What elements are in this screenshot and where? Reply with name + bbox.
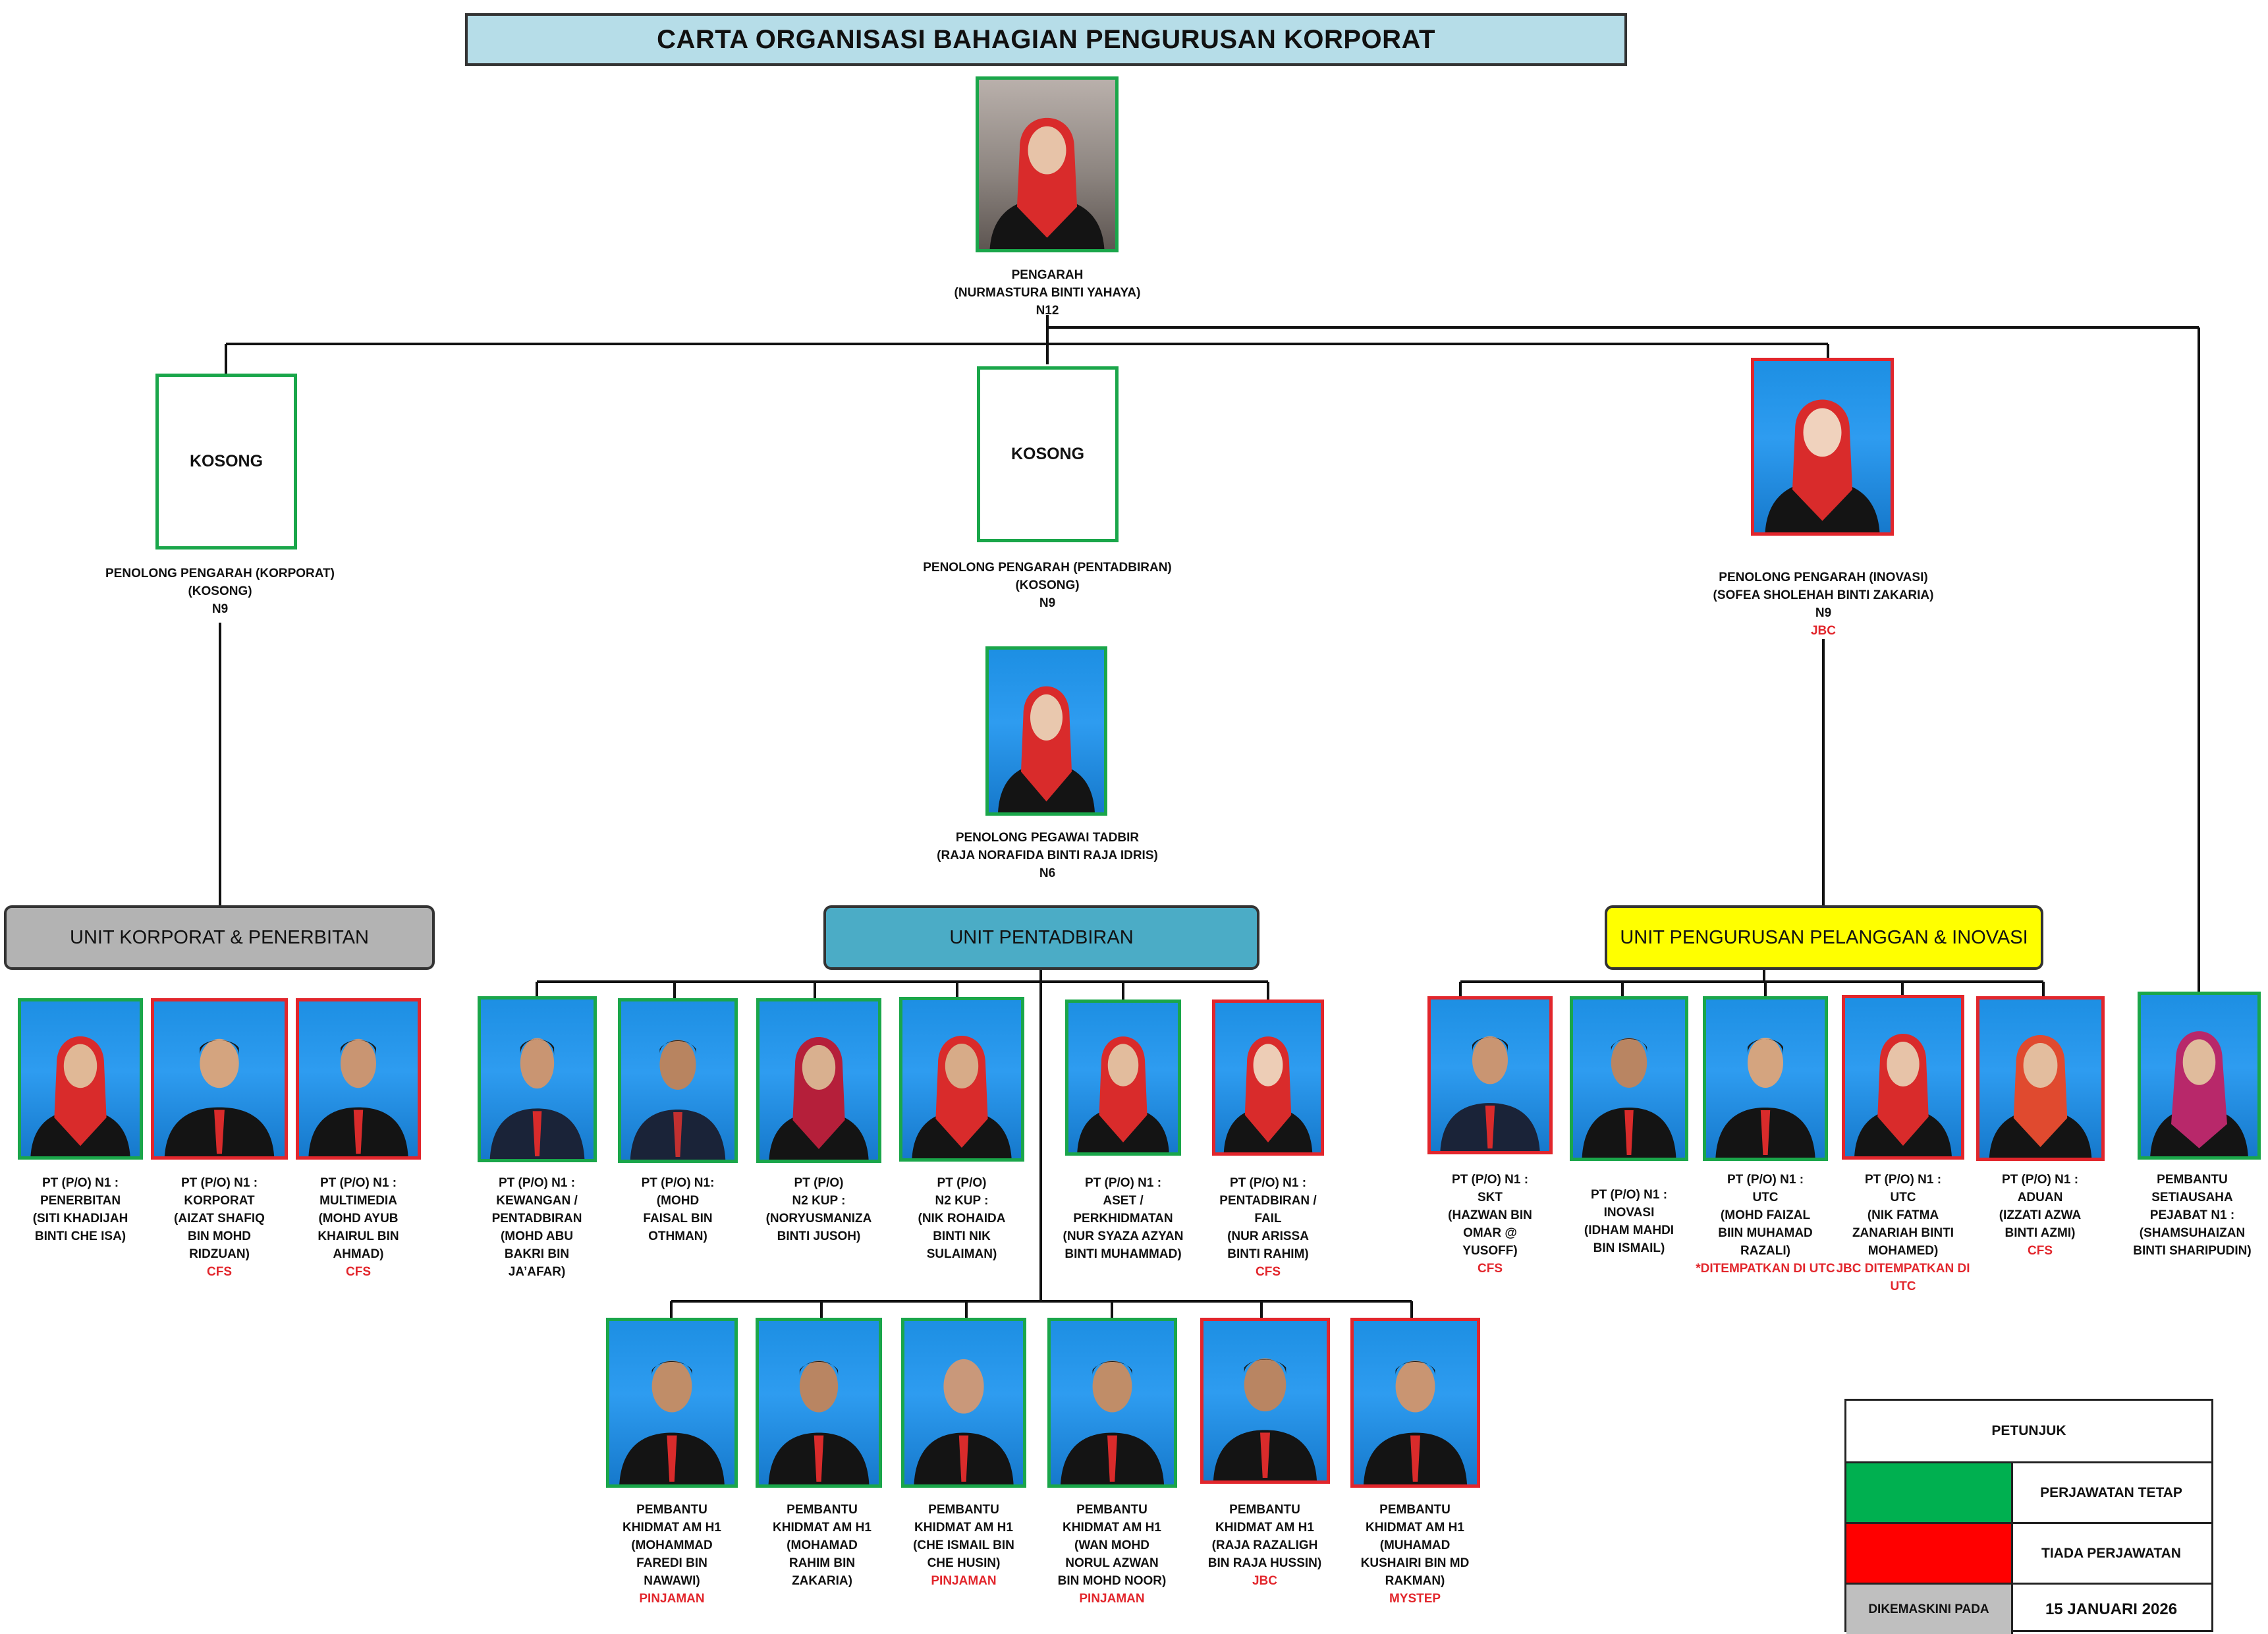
- legend: PETUNJUK PERJAWATAN TETAP TIADA PERJAWAT…: [1844, 1399, 2213, 1634]
- staff-photo: [1212, 1000, 1324, 1156]
- vacant-label: KOSONG: [189, 452, 263, 470]
- legend-permanent-row: PERJAWATAN TETAP: [1846, 1461, 2211, 1522]
- staff-photo: [606, 1318, 738, 1488]
- portrait-icon: [2150, 1031, 2248, 1156]
- portrait-icon: [768, 1360, 870, 1484]
- portrait-icon: [1854, 1034, 1952, 1156]
- staff-photo: [151, 998, 288, 1160]
- portrait-icon: [1582, 1038, 1676, 1158]
- portrait-icon: [619, 1360, 725, 1484]
- staff-photo: [18, 998, 143, 1160]
- portrait-icon: [164, 1038, 275, 1156]
- ppt-photo: [985, 646, 1107, 816]
- vacant-box-pentadbiran: KOSONG: [977, 366, 1119, 542]
- staff-photo: [478, 996, 597, 1162]
- portrait-icon: [489, 1038, 585, 1159]
- portrait-icon: [630, 1040, 726, 1160]
- staff-caption: PT (P/O) N1 :KEWANGAN /PENTADBIRAN(MOHD …: [491, 1176, 582, 1279]
- portrait-icon: [308, 1038, 408, 1156]
- unit-pengurusan-pelanggan-inovasi: UNIT PENGURUSAN PELANGGAN & INOVASI: [1605, 905, 2043, 970]
- staff-photo: [296, 998, 421, 1160]
- staff-photo: [1842, 995, 1964, 1160]
- staff-photo: [901, 1318, 1026, 1488]
- portrait-icon: [912, 1036, 1012, 1158]
- ppt-caption: PENOLONG PEGAWAI TADBIR(RAJA NORAFIDA BI…: [937, 831, 1158, 880]
- vacant-box-korporat: KOSONG: [155, 374, 297, 549]
- staff-photo: [899, 997, 1024, 1162]
- portrait-icon: [1213, 1358, 1317, 1480]
- vacant-label: KOSONG: [1010, 445, 1085, 463]
- staff-photo: [1570, 996, 1688, 1161]
- staff-photo: [1047, 1318, 1177, 1488]
- legend-green-swatch: [1846, 1463, 2013, 1522]
- staff-photo: [618, 998, 738, 1163]
- staff-photo: [1350, 1318, 1480, 1488]
- director-photo: [976, 76, 1119, 252]
- staff-photo: [1200, 1318, 1330, 1484]
- portrait-icon: [1715, 1038, 1815, 1158]
- staff-caption: PT (P/O) N1 :PENTADBIRAN /FAIL(NUR ARISS…: [1219, 1176, 1317, 1279]
- portrait-icon: [914, 1359, 1014, 1484]
- legend-permanent-label: PERJAWATAN TETAP: [2040, 1484, 2182, 1500]
- unit-korporat-penerbitan: UNIT KORPORAT & PENERBITAN: [4, 905, 435, 970]
- staff-photo: [1427, 996, 1553, 1154]
- updated-label-text: DIKEMASKINI PADA: [1868, 1602, 1989, 1616]
- portrait-icon: [1223, 1036, 1313, 1152]
- staff-photo: [1703, 996, 1828, 1161]
- portrait-icon: [1440, 1036, 1540, 1151]
- legend-updated-date: 15 JANUARI 2026: [2045, 1600, 2178, 1618]
- page-title: CARTA ORGANISASI BAHAGIAN PENGURUSAN KOR…: [465, 13, 1627, 66]
- legend-title-row: PETUNJUK: [1846, 1401, 2211, 1461]
- portrait-icon: [1363, 1360, 1468, 1484]
- director-caption: PENGARAH(NURMASTURA BINTI YAHAYA)N12: [954, 268, 1141, 318]
- legend-updated-row: DIKEMASKINI PADA 15 JANUARI 2026: [1846, 1583, 2211, 1634]
- portrait-icon: [1989, 1035, 2092, 1158]
- deputy-inovasi-caption: PENOLONG PENGARAH (INOVASI)(SOFEA SHOLEH…: [1713, 571, 1934, 638]
- legend-red-swatch: [1846, 1524, 2013, 1583]
- staff-photo: [756, 998, 881, 1163]
- legend-title: PETUNJUK: [1991, 1423, 2066, 1438]
- staff-photo: [1976, 996, 2105, 1161]
- portrait-icon: [30, 1036, 130, 1156]
- legend-updated-label: DIKEMASKINI PADA: [1846, 1585, 2013, 1634]
- unit-pentadbiran: UNIT PENTADBIRAN: [823, 905, 1259, 970]
- portrait-icon: [998, 686, 1095, 812]
- deputy-korporat-caption: PENOLONG PENGARAH (KORPORAT)(KOSONG)N9: [105, 567, 335, 616]
- portrait-icon: [1060, 1360, 1165, 1484]
- staff-photo: [2138, 992, 2261, 1160]
- deputy-inovasi-photo: [1751, 358, 1894, 536]
- staff-caption: PT (P/O) N1 :ASET /PERKHIDMATAN(NUR SYAZ…: [1063, 1176, 1184, 1261]
- staff-photo: [1065, 1000, 1181, 1156]
- portrait-icon: [769, 1037, 869, 1160]
- staff-photo: [756, 1318, 882, 1488]
- legend-no-post-row: TIADA PERJAWATAN: [1846, 1522, 2211, 1583]
- deputy-pentadbiran-caption: PENOLONG PENGARAH (PENTADBIRAN)(KOSONG)N…: [923, 561, 1172, 610]
- legend-no-post-label: TIADA PERJAWATAN: [2041, 1545, 2181, 1561]
- portrait-icon: [1765, 399, 1880, 532]
- portrait-icon: [989, 117, 1105, 249]
- portrait-icon: [1077, 1036, 1169, 1152]
